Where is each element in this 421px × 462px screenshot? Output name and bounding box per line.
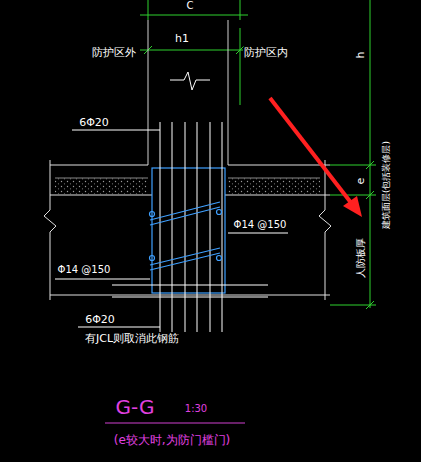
rebar [185, 122, 186, 332]
red-pointer-arrow [270, 98, 362, 217]
drawing-stroke [319, 160, 331, 300]
rebar [172, 122, 173, 332]
longitudinal-bars [112, 285, 268, 297]
drawing-stroke [78, 327, 160, 328]
drawing-stroke [366, 301, 374, 309]
note-text: 有JCL则取消此钢筋 [84, 333, 180, 344]
slab-outline [44, 160, 331, 300]
finish-layer [55, 178, 148, 195]
drawing-stroke [343, 196, 362, 217]
drawing-stroke [44, 160, 56, 300]
rebar-label: Φ14 @150 [57, 265, 112, 275]
drawing-stroke [228, 165, 330, 166]
rebar-label: Φ14 @150 [233, 220, 288, 230]
drawing-stroke [112, 297, 268, 298]
drawing-stroke [112, 285, 268, 286]
rebar [210, 122, 211, 332]
drawing-stroke [150, 212, 155, 217]
drawing-stroke [370, 0, 371, 308]
drawing-stroke [148, 0, 149, 20]
leader-lines [55, 130, 288, 327]
dimension-text: h1 [174, 33, 190, 44]
layer-label: 建筑面层(包括装修层) [382, 140, 391, 230]
dimension-text: h [355, 51, 366, 60]
tie-bars [150, 202, 222, 270]
rebar-label: 6Φ20 [84, 314, 116, 325]
layer-label: 人防板厚 [356, 237, 366, 279]
drawing-stroke [228, 20, 229, 165]
drawing-stroke [50, 165, 148, 166]
drawing-stroke [217, 256, 222, 261]
title-underline [105, 422, 245, 423]
dimension-right [330, 0, 376, 309]
scale-text: 1:30 [184, 404, 208, 414]
drawing-stroke [366, 161, 374, 169]
drawing-stroke [228, 233, 288, 234]
drawing-stroke [50, 295, 330, 296]
dimension-h1 [140, 28, 248, 105]
rebar [160, 122, 161, 332]
dimension-text: e [355, 177, 366, 186]
drawing-stroke [140, 15, 248, 16]
caption-note: (e较大时,为防门槛门) [113, 434, 232, 446]
section-title: G-G [115, 397, 156, 417]
finish-layer [228, 178, 320, 195]
dimension-c [140, 0, 248, 20]
stirrup-cage [152, 168, 225, 293]
finish-line [228, 178, 320, 179]
drawing-stroke [240, 0, 241, 20]
drawing-stroke [72, 130, 160, 131]
drawing-stroke [217, 210, 222, 215]
drawing-stroke [55, 279, 150, 280]
drawing-stroke [148, 20, 149, 165]
dimension-text: C [186, 1, 195, 11]
drawing-stroke [140, 50, 248, 51]
rebar-label: 6Φ20 [78, 117, 110, 128]
zone-label: 防护区内 [243, 47, 289, 58]
zone-label: 防护区外 [91, 47, 137, 58]
finish-line [55, 178, 148, 179]
break-symbol [170, 72, 210, 90]
drawing-stroke [366, 191, 374, 199]
drawing-stroke [270, 98, 352, 204]
rebar [222, 122, 223, 332]
main-bars [160, 122, 222, 332]
drawing-stroke [150, 202, 220, 225]
drawing-stroke [240, 28, 241, 105]
rebar [197, 122, 198, 332]
drawing-stroke [150, 256, 155, 261]
drawing-stroke [150, 248, 220, 270]
